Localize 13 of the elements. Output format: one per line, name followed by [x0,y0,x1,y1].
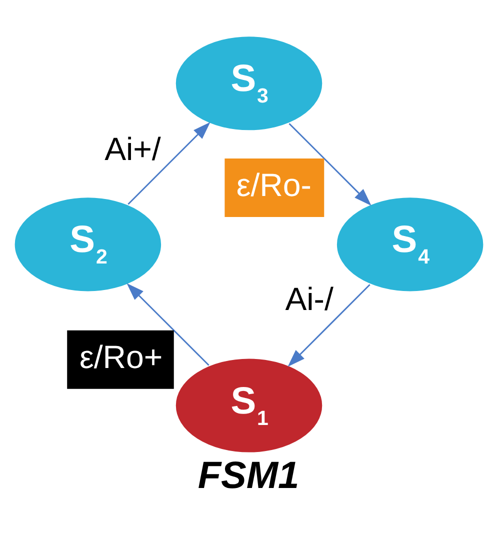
arrow [288,122,372,206]
edge-label: ε/Ro+ [80,338,163,374]
arrow [288,284,370,366]
arrow [126,282,210,366]
node-ellipse: S$_{1}$ [174,356,324,454]
node-ellipse: S$_{3}$ [174,34,324,132]
edge-label: Ai-/ [285,280,334,317]
edge-label: ε/Ro- [236,166,312,202]
edge-label: Ai+/ [104,130,161,166]
node-ellipse: S$_{2}$ [13,196,163,292]
caption: FSM1 [198,454,300,496]
node-ellipse: S$_{4}$ [335,196,485,292]
arrow [128,122,210,204]
